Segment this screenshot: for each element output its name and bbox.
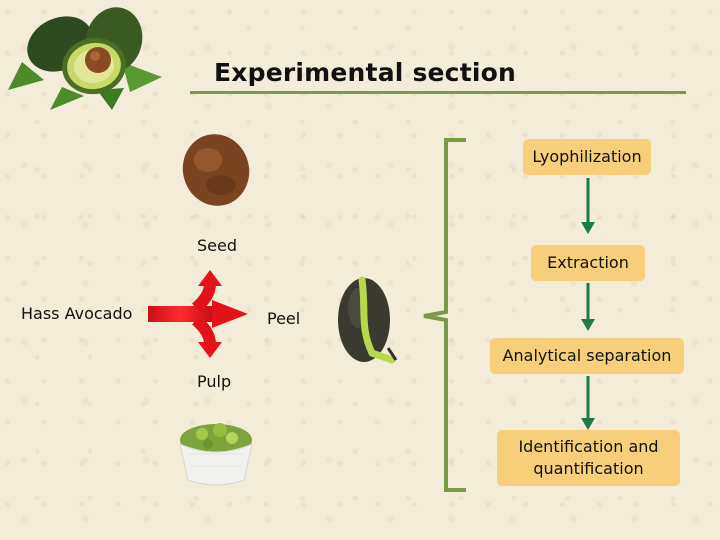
seed-image (182, 134, 250, 206)
arrow-down-icon (581, 178, 595, 234)
step-extraction: Extraction (531, 245, 645, 281)
title-underline (190, 91, 686, 94)
page-title: Experimental section (214, 58, 516, 87)
step-lyophilization: Lyophilization (523, 139, 651, 175)
step-identification-quantification: Identification and quantification (497, 430, 680, 486)
arrow-down-icon (581, 376, 595, 430)
arrow-down-icon (581, 283, 595, 331)
pulp-image (179, 423, 253, 486)
process-bracket (423, 138, 466, 492)
step-analytical-separation: Analytical separation (490, 338, 684, 374)
peel-image (338, 276, 398, 364)
pulp-label: Pulp (197, 372, 232, 391)
split-arrow-icon (148, 270, 248, 358)
seed-label: Seed (197, 236, 237, 255)
avocado-logo-image (8, 7, 162, 110)
peel-label: Peel (267, 309, 301, 328)
hass-avocado-label: Hass Avocado (21, 304, 133, 323)
